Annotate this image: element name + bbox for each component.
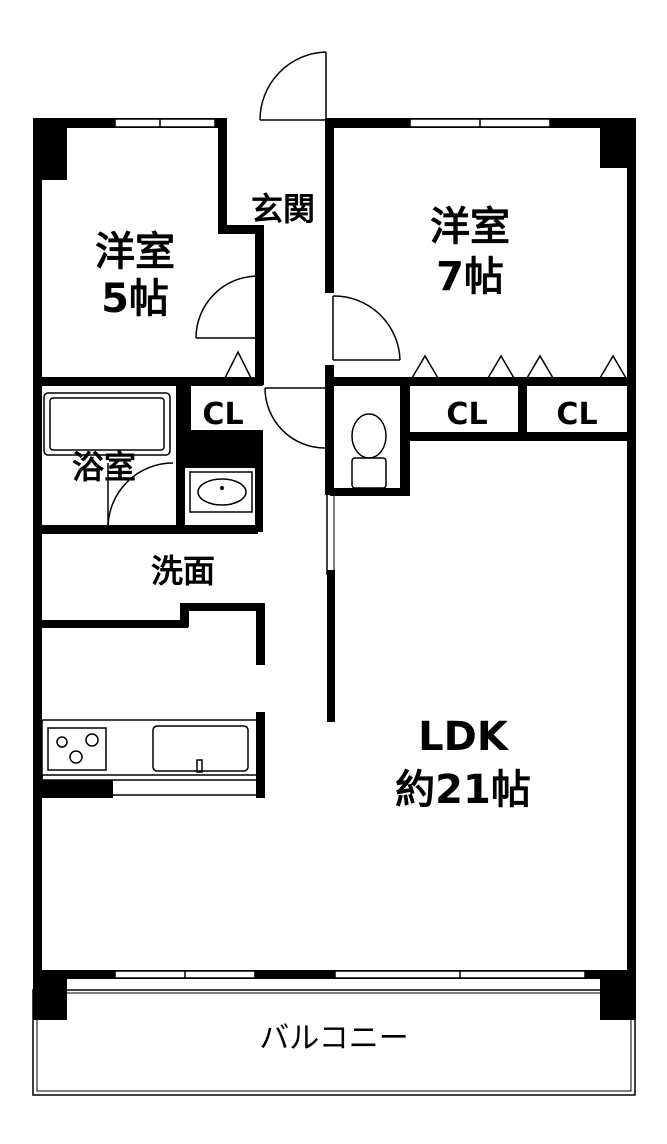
window-bottom-right (334, 970, 586, 979)
label-bath: 浴室 (72, 448, 136, 486)
label-ldk-size: 約21帖 (395, 767, 531, 813)
room-labels: 洋室 5帖 洋室 7帖 玄関 浴室 洗面 LDK 約21帖 CL CL CL バ… (72, 190, 598, 1056)
interior-walls (33, 118, 630, 798)
label-closet-mid: CL (446, 397, 487, 432)
door-western-5 (195, 275, 259, 339)
label-ldk-name: LDK (418, 714, 510, 760)
wash-basin (189, 471, 253, 513)
window-top-left (114, 118, 216, 128)
door-western-7 (332, 295, 401, 361)
door-washroom (264, 387, 326, 449)
entrance-door (259, 51, 327, 122)
label-western-5-name: 洋室 (95, 229, 175, 275)
label-closet-left: CL (202, 397, 243, 432)
label-washroom: 洗面 (151, 552, 215, 590)
window-bottom-left (114, 970, 256, 979)
label-western-7-name: 洋室 (430, 204, 510, 250)
kitchen-counter (41, 719, 258, 796)
closet-door-marks (224, 350, 627, 379)
label-closet-right: CL (556, 397, 597, 432)
balcony (32, 989, 636, 1096)
label-balcony: バルコニー (259, 1021, 408, 1056)
door-bath (107, 462, 174, 529)
label-western-5-size: 5帖 (101, 276, 169, 322)
bathtub (43, 392, 171, 456)
window-top-right (409, 118, 551, 128)
toilet (351, 413, 387, 489)
label-western-7-size: 7帖 (436, 254, 504, 300)
label-entrance: 玄関 (251, 190, 315, 228)
sliding-door-ldk (326, 495, 335, 575)
